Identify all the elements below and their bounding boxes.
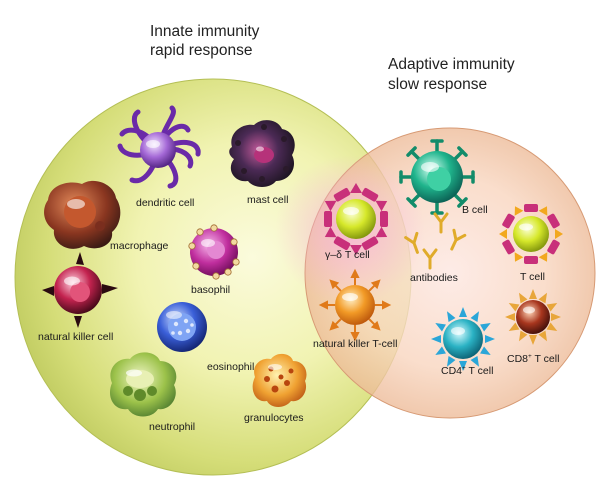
natural-killer-t-cell-icon [318,268,392,342]
natural-killer-cell-icon [42,252,118,328]
innate-title-line1: Innate immunity [150,23,260,40]
label-granulocytes: granulocytes [244,412,304,424]
cd4-t-cell-icon [431,307,495,371]
adaptive-title-line1: Adaptive immunity [388,56,515,73]
label-cd4-t-cell: CD4+ T cell [441,365,493,377]
label-gamma-delta-t-cell: γ–δ T cell [325,249,370,261]
b-cell-icon [399,139,475,215]
mast-cell-icon [229,120,295,187]
granulocytes-icon [252,353,307,407]
eosinophil-icon [157,302,207,352]
label-cd8-t-cell: CD8+ T cell [507,353,559,365]
label-antibodies: antibodies [410,272,458,284]
dendritic-cell-icon [117,105,201,189]
label-eosinophil: eosinophil [207,361,254,373]
antibodies-icon [404,212,467,270]
label-natural-killer-cell: natural killer cell [38,331,113,343]
innate-title-line2: rapid response [150,42,253,59]
label-dendritic-cell: dendritic cell [136,197,194,209]
basophil-icon [188,224,240,280]
neutrophil-icon [109,352,177,417]
label-mast-cell: mast cell [247,194,288,206]
t-cell-icon [499,204,563,264]
label-basophil: basophil [191,284,230,296]
cd8-t-cell-icon [505,289,561,345]
label-t-cell: T cell [520,271,545,283]
adaptive-title-line2: slow response [388,76,487,93]
gamma-delta-t-cell-icon [324,183,388,255]
label-b-cell: B cell [462,204,488,216]
label-macrophage: macrophage [110,240,169,252]
label-natural-killer-t-cell: natural killer T-cell [313,338,397,350]
label-neutrophil: neutrophil [149,421,195,433]
macrophage-icon [44,180,121,249]
